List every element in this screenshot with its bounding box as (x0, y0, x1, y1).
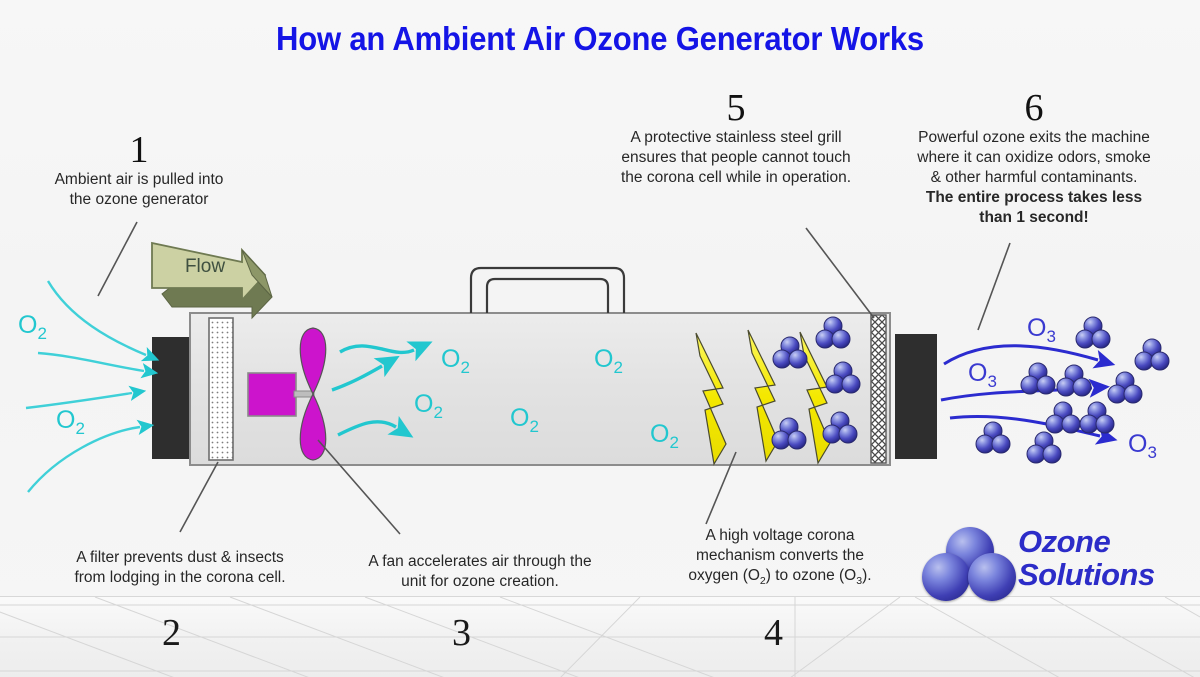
logo-wordmark: Ozone Solutions (1018, 524, 1155, 592)
stainless-steel-grill (870, 314, 887, 464)
callout-6: 6 Powerful ozone exits the machine where… (884, 88, 1184, 228)
generator-body (189, 266, 891, 466)
callout-5-number: 5 (726, 87, 746, 129)
ozone-label-1: O3 (1027, 314, 1056, 346)
corona-discharge-bolts (695, 329, 831, 466)
floor-number-3: 3 (452, 612, 471, 654)
intake-air-arrows (25, 280, 160, 493)
internal-air-arrows (331, 341, 433, 438)
callout-1-number: 1 (129, 129, 149, 171)
ozone-molecules-inside (771, 316, 861, 450)
logo-sphere-right (968, 553, 1016, 601)
callout-1: 1 Ambient air is pulled into the ozone g… (14, 130, 264, 210)
logo-sphere-left (922, 553, 970, 601)
oxygen-label-inside-5: O2 (650, 420, 679, 452)
leader-callout-5 (805, 227, 875, 319)
oxygen-label-inside-4: O2 (510, 404, 539, 436)
fan-assembly (247, 327, 327, 461)
lightning-bolt-1 (695, 332, 727, 466)
oxygen-label-outside-1: O2 (18, 311, 47, 343)
caption-corona-line3: oxygen (O2) to ozone (O3). (688, 567, 872, 588)
leader-lines (97, 221, 1011, 535)
leader-callout-1 (97, 221, 138, 297)
page-title: How an Ambient Air Ozone Generator Works (275, 20, 925, 57)
oxygen-label-inside-1: O2 (441, 345, 470, 377)
lightning-bolt-2 (747, 329, 779, 463)
fan-motor (247, 372, 297, 417)
callout-5: 5 A protective stainless steel grill ens… (586, 88, 886, 188)
floor-band: 2 3 4 (0, 596, 1200, 677)
oxygen-label-inside-3: O2 (594, 345, 623, 377)
intake-duct (152, 337, 202, 459)
leader-callout-6 (977, 242, 1011, 331)
fan-blade-top (299, 327, 327, 396)
ozone-molecules-outside (975, 316, 1170, 464)
fan-blade-bottom (299, 392, 327, 461)
caption-corona: A high voltage corona mechanism converts… (650, 526, 910, 591)
ozone-label-3: O3 (1128, 430, 1157, 462)
callout-5-text: A protective stainless steel grill ensur… (620, 129, 852, 186)
ozone-exhaust-arrows (940, 344, 1118, 445)
lightning-bolt-3 (799, 331, 831, 465)
oxygen-labels: O2 O2 O2 O2 O2 O2 O2 (18, 311, 679, 452)
ozone-label-2: O3 (968, 359, 997, 391)
oxygen-label-inside-2: O2 (414, 390, 443, 422)
floor-number-2: 2 (162, 612, 181, 654)
callout-6-number: 6 (1024, 87, 1044, 129)
leader-filter (179, 461, 219, 533)
ozone-solutions-logo: Ozone Solutions (920, 523, 1185, 601)
floor-grid (0, 597, 1200, 677)
callout-6-text: Powerful ozone exits the machine where i… (917, 129, 1151, 226)
flow-arrow-label: Flow (185, 256, 225, 277)
air-filter (208, 317, 234, 461)
flow-arrow: Flow (151, 241, 273, 320)
callout-1-text: Ambient air is pulled into the ozone gen… (54, 171, 224, 208)
ozone-labels: O3 O3 O3 (968, 314, 1157, 462)
caption-filter: A filter prevents dust & insects from lo… (74, 549, 286, 586)
caption-fan: A fan accelerates air through the unit f… (368, 553, 592, 590)
oxygen-label-outside-2: O2 (56, 406, 85, 438)
carry-handle (469, 266, 626, 313)
exhaust-duct (895, 334, 937, 459)
leader-fan (317, 439, 401, 535)
floor-number-4: 4 (764, 612, 783, 654)
leader-corona (705, 451, 737, 525)
